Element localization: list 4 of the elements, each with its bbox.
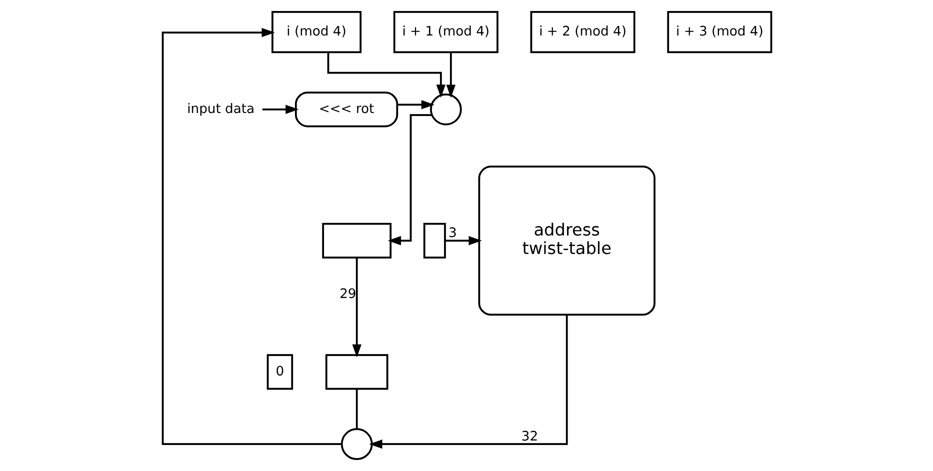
node-text: input data xyxy=(186,102,254,117)
edge-label: 32 xyxy=(520,430,538,445)
edge-label: 3 xyxy=(448,226,456,242)
edge-label: 29 xyxy=(339,286,356,302)
